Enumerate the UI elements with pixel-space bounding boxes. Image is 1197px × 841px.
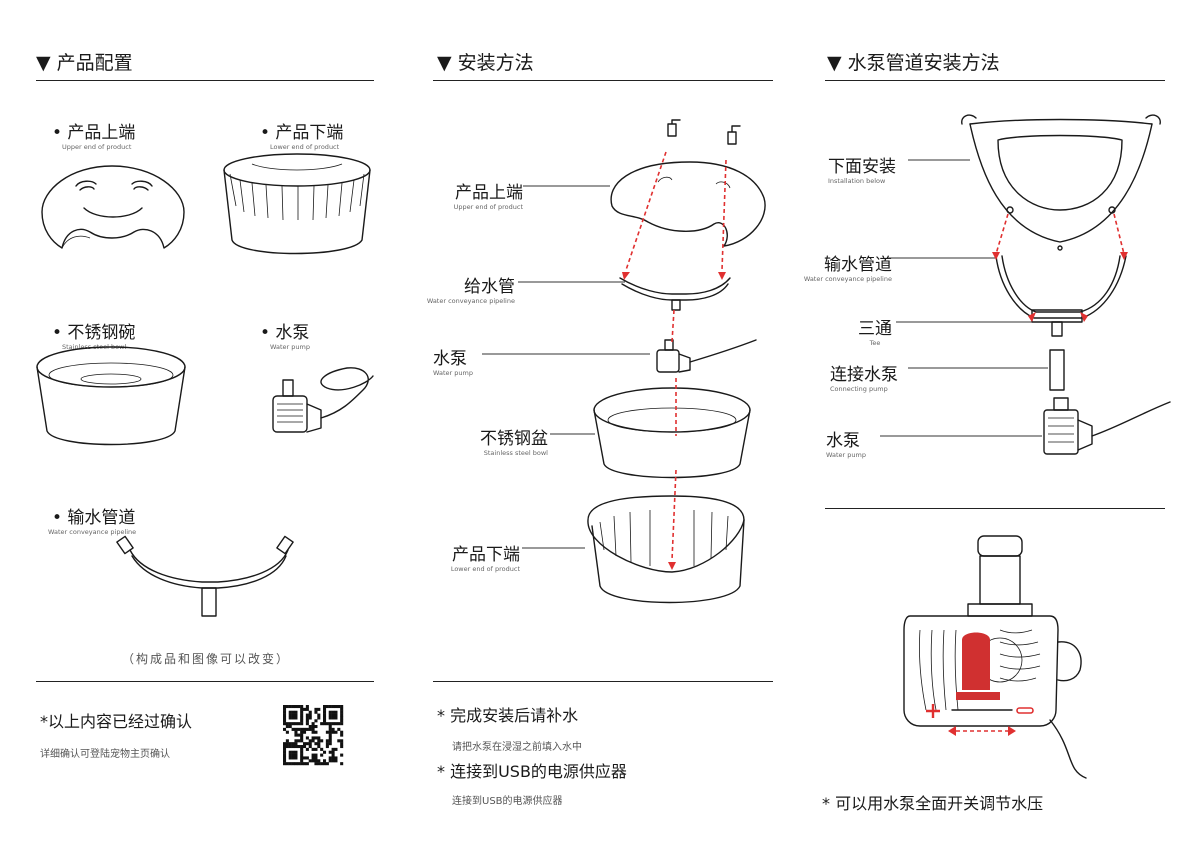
plus-icon [926, 704, 940, 718]
item-label-zh: • 水泵 [260, 323, 310, 343]
minus-icon [1016, 707, 1034, 714]
item-water-pump: • 水泵 Water pump [260, 318, 310, 351]
item-label-en: Water pump [270, 343, 310, 351]
install-label-pipe: 给水管 Water conveyance pipeline [417, 272, 515, 305]
divider [36, 80, 374, 81]
label-zh: 水泵 [433, 349, 467, 369]
label-zh: 产品下端 [452, 545, 520, 565]
section-title-config: ▼ 产品配置 [36, 52, 133, 74]
item-pipeline: • 输水管道 Water conveyance pipeline [48, 503, 136, 536]
label-zh: 连接水泵 [830, 365, 898, 385]
item-label-en: Water conveyance pipeline [48, 528, 137, 536]
divider [433, 681, 773, 682]
item-upper-end: • 产品上端 Upper end of product [52, 118, 135, 151]
pump-label-below: 下面安装 Installation below [828, 152, 908, 185]
label-en: Water conveyance pipeline [426, 297, 515, 305]
pump-pipe-diagram [880, 114, 1171, 455]
label-zh: 三通 [858, 319, 892, 339]
install-note2-title: * 连接到USB的电源供应器 [437, 762, 627, 781]
install-label-lower: 产品下端 Lower end of product [440, 540, 520, 573]
confirm-title: *以上内容已经过确认 [40, 712, 193, 731]
pump-detail-illustration [903, 535, 1087, 779]
section-title-install: ▼ 安装方法 [437, 52, 534, 74]
label-zh: 不锈钢盆 [480, 429, 548, 449]
install-note1-subtitle: 请把水泵在浸湿之前填入水中 [452, 742, 582, 753]
label-zh: 下面安装 [828, 157, 896, 177]
install-note2-subtitle: 连接到USB的电源供应器 [452, 796, 563, 807]
label-zh: 水泵 [826, 431, 860, 451]
pipeline-illustration [116, 535, 294, 617]
divider [825, 508, 1165, 509]
label-en: Tee [869, 339, 881, 347]
item-label-en: Upper end of product [62, 143, 132, 151]
pump-note: * 可以用水泵全面开关调节水压 [822, 794, 1044, 813]
pump-label-connect: 连接水泵 Connecting pump [830, 360, 910, 393]
label-en: Connecting pump [830, 385, 888, 393]
label-en: Stainless steel bowl [483, 449, 548, 457]
install-exploded-diagram [482, 119, 766, 604]
double-arrow-icon[interactable] [946, 724, 1018, 738]
section-title-pump: ▼ 水泵管道安装方法 [827, 52, 1000, 74]
install-note1-title: * 完成安装后请补水 [437, 706, 579, 725]
item-label-zh: • 产品下端 [260, 123, 344, 143]
item-label-zh: • 产品上端 [52, 123, 136, 143]
pump-label-tee: 三通 Tee [855, 314, 895, 347]
pump-label-pump: 水泵 Water pump [826, 426, 886, 459]
disclaimer: （构成品和图像可以改变） [122, 652, 291, 666]
label-zh: 输水管道 [824, 255, 892, 275]
label-en: Water pump [826, 451, 866, 459]
install-label-bowl: 不锈钢盆 Stainless steel bowl [470, 424, 548, 457]
label-en: Water conveyance pipeline [803, 275, 892, 283]
divider [36, 681, 374, 682]
divider [433, 80, 773, 81]
label-zh: 给水管 [464, 277, 515, 297]
label-en: Installation below [828, 177, 886, 185]
steel-bowl-illustration [36, 346, 186, 446]
item-label-zh: • 输水管道 [52, 508, 136, 528]
confirm-subtitle: 详细确认可登陆宠物主页确认 [40, 749, 170, 760]
install-label-pump: 水泵 Water pump [433, 344, 493, 377]
label-en: Upper end of product [453, 203, 523, 211]
item-lower-end: • 产品下端 Lower end of product [260, 118, 343, 151]
lower-end-illustration [223, 153, 371, 255]
install-label-upper: 产品上端 Upper end of product [445, 178, 523, 211]
item-label-zh: • 不锈钢碗 [52, 323, 136, 343]
qr-code-icon[interactable] [283, 705, 344, 766]
upper-end-illustration [41, 165, 185, 249]
label-zh: 产品上端 [455, 183, 523, 203]
pump-illustration [272, 367, 374, 433]
label-en: Lower end of product [450, 565, 520, 573]
pump-label-pipe: 输水管道 Water conveyance pipeline [797, 250, 892, 283]
item-label-en: Lower end of product [270, 143, 340, 151]
label-en: Water pump [433, 369, 473, 377]
divider [825, 80, 1165, 81]
